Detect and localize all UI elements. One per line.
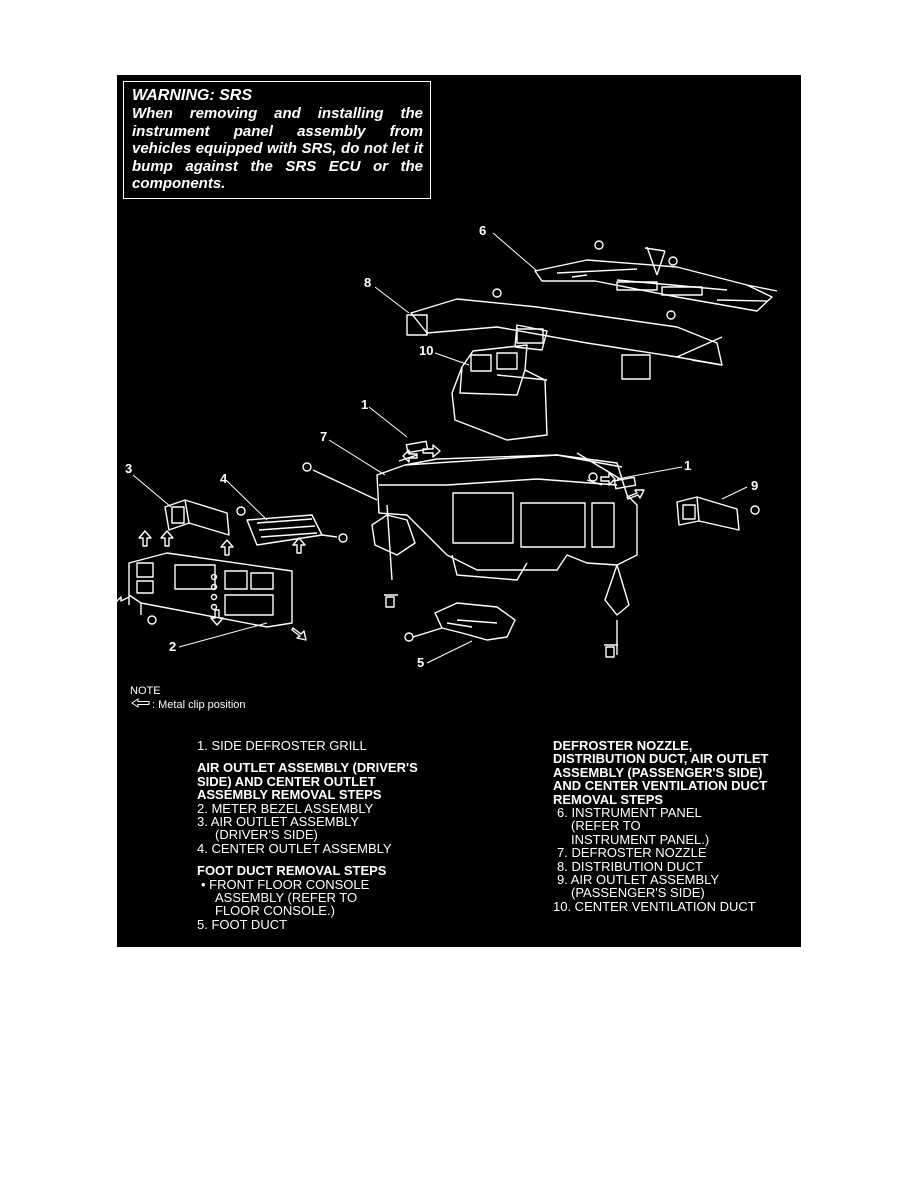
note-clip-text: : Metal clip position <box>152 699 246 711</box>
legend-right-heading-line3: ASSEMBLY (PASSENGER'S SIDE) <box>553 764 763 780</box>
legend-right: DEFROSTER NOZZLE, DISTRIBUTION DUCT, AIR… <box>553 738 769 914</box>
instrument-panel-part <box>302 452 638 658</box>
legend-bullet-item-cont1: ASSEMBLY (REFER TO <box>215 890 358 906</box>
callout-numbers: 6 8 10 1 7 1 3 4 9 2 5 <box>125 223 758 670</box>
callout-7: 6 <box>479 223 486 238</box>
air-outlet-driver-part <box>164 499 246 536</box>
legend-item-2: 2. METER BEZEL ASSEMBLY <box>197 800 374 816</box>
air-outlet-passenger-part <box>676 496 760 531</box>
legend-item-6-cont2: INSTRUMENT PANEL.) <box>571 831 710 847</box>
exploded-view-diagram: 6 8 10 1 7 1 3 4 9 2 5 <box>117 223 778 670</box>
legend-right-heading-line5: REMOVAL STEPS <box>553 791 664 807</box>
legend-item-9: 9. AIR OUTLET ASSEMBLY <box>557 872 720 888</box>
callout-5: 5 <box>417 655 424 670</box>
legend-bullet-item: • FRONT FLOOR CONSOLE <box>201 876 370 892</box>
legend-right-heading-line2: DISTRIBUTION DUCT, AIR OUTLET <box>553 751 769 767</box>
legend-item-1: 1. SIDE DEFROSTER GRILL <box>197 738 367 753</box>
callout-3: 3 <box>125 461 132 476</box>
legend-group2-heading: FOOT DUCT REMOVAL STEPS <box>197 863 387 879</box>
legend-item-5: 5. FOOT DUCT <box>197 916 288 932</box>
legend-item-3: 3. AIR OUTLET ASSEMBLY <box>197 814 360 830</box>
callout-leader-lines <box>132 232 748 664</box>
callout-9: 9 <box>751 478 758 493</box>
legend-group1-heading-line2: SIDE) AND CENTER OUTLET <box>197 773 376 789</box>
legend-group1-heading-line1: AIR OUTLET ASSEMBLY (DRIVER'S <box>197 760 418 776</box>
warning-body: When removing and installing the instrum… <box>132 105 423 193</box>
center-outlet-part <box>246 514 348 546</box>
legend-right-heading-line4: AND CENTER VENTILATION DUCT <box>553 778 768 794</box>
srs-warning-box: WARNING: SRS When removing and installin… <box>123 81 431 199</box>
legend-group1-heading-line3: ASSEMBLY REMOVAL STEPS <box>197 787 382 803</box>
callout-1-right: 1 <box>684 458 691 473</box>
legend-item-6-cont1: (REFER TO <box>571 818 641 834</box>
legend-bullet-item-cont2: FLOOR CONSOLE.) <box>215 903 335 919</box>
distribution-duct-part <box>406 288 723 380</box>
legend-item-3-cont: (DRIVER'S SIDE) <box>215 827 318 843</box>
callout-2: 2 <box>169 639 176 654</box>
foot-duct-part <box>404 602 516 642</box>
defroster-nozzle-part <box>534 240 778 312</box>
legend-item-10: 10. CENTER VENTILATION DUCT <box>553 898 756 914</box>
callout-8: 8 <box>364 275 371 290</box>
center-ventilation-duct-part <box>451 344 548 441</box>
meter-bezel-part <box>128 552 293 628</box>
legend-right-heading-line1: DEFROSTER NOZZLE, <box>553 738 693 753</box>
legend-item-6: 6. INSTRUMENT PANEL <box>557 805 702 821</box>
left-arrow-icon <box>131 698 150 708</box>
legend-item-4: 4. CENTER OUTLET ASSEMBLY <box>197 840 392 856</box>
metal-clip-arrow-icons <box>117 444 645 641</box>
diagram-panel: WARNING: SRS When removing and installin… <box>117 75 801 947</box>
callout-10: 10 <box>419 343 433 358</box>
legend-item-7: 7. DEFROSTER NOZZLE <box>557 845 707 861</box>
callout-1-top: 1 <box>361 397 368 412</box>
note-heading: NOTE <box>130 685 161 697</box>
callout-6: 7 <box>320 429 327 444</box>
side-defroster-grill-parts <box>398 440 637 490</box>
note-block: NOTE : Metal clip position <box>130 685 246 712</box>
legend-item-9-cont: (PASSENGER'S SIDE) <box>571 885 705 901</box>
callout-4: 4 <box>220 471 228 486</box>
legend-left: 1. SIDE DEFROSTER GRILL AIR OUTLET ASSEM… <box>197 738 418 932</box>
warning-title: WARNING: SRS <box>132 87 252 104</box>
legend-item-8: 8. DISTRIBUTION DUCT <box>557 858 703 874</box>
